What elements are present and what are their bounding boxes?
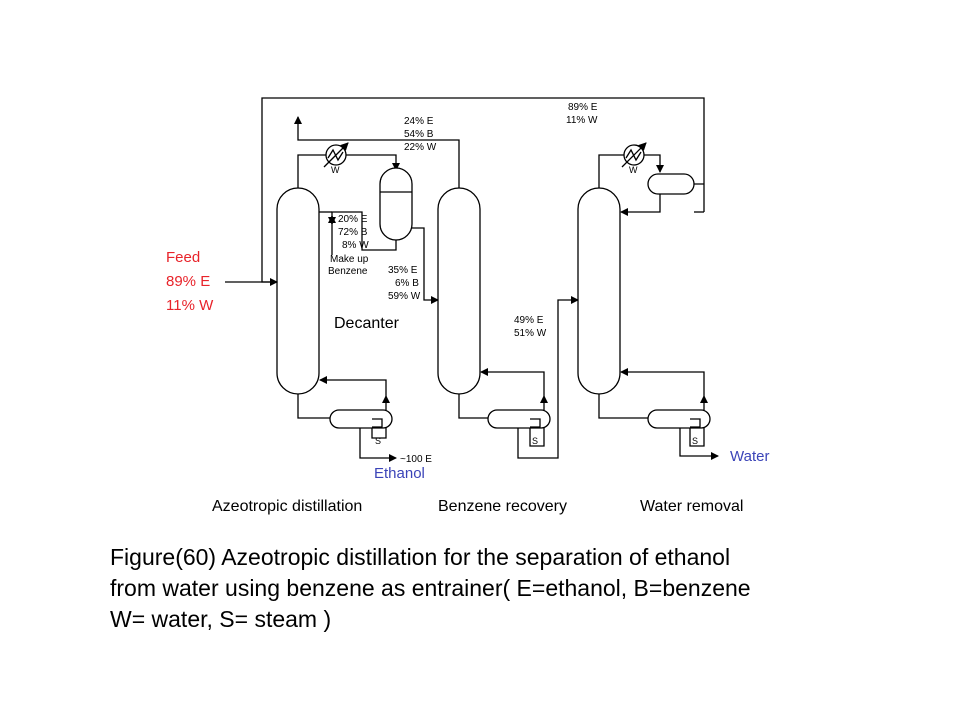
col2-overhead-line bbox=[297, 126, 460, 188]
col1-bottoms-line bbox=[297, 394, 330, 419]
steam-3-line bbox=[689, 428, 705, 447]
reboiler-3-return bbox=[620, 368, 705, 396]
figure-caption: Figure(60) Azeotropic distillation for t… bbox=[110, 542, 940, 635]
col2-bottoms-line bbox=[458, 394, 488, 419]
decanter-bottom-comp-w: 59% W bbox=[388, 291, 421, 302]
water-removal-column bbox=[577, 187, 621, 395]
ethanol-product-comp: ~100 E bbox=[400, 454, 432, 465]
makeup-label-2: Benzene bbox=[328, 266, 368, 277]
steam-1-line bbox=[371, 428, 387, 439]
feed-title: Feed bbox=[166, 249, 200, 266]
col3-overhead-line bbox=[598, 154, 624, 188]
section-benzene-recovery: Benzene recovery bbox=[438, 498, 567, 515]
process-flow-diagram: W S S bbox=[166, 97, 769, 515]
decanter-label: Decanter bbox=[334, 315, 400, 332]
section-water-removal: Water removal bbox=[640, 498, 743, 515]
col2-bottoms-comp-w: 51% W bbox=[514, 328, 547, 339]
section-azeotropic: Azeotropic distillation bbox=[212, 498, 362, 515]
benzene-recovery-column bbox=[437, 187, 481, 395]
steam-1-label: S bbox=[375, 436, 381, 446]
condenser-1-icon bbox=[323, 142, 349, 168]
overhead-comp-b: 54% B bbox=[404, 129, 434, 140]
steam-3-label: S bbox=[692, 436, 698, 446]
condenser-to-decanter-line bbox=[346, 154, 400, 171]
ethanol-product-label: Ethanol bbox=[374, 465, 425, 482]
reflux-comp-b: 72% B bbox=[338, 227, 368, 238]
reboiler-1-return bbox=[319, 376, 387, 396]
azeotropic-column bbox=[276, 187, 320, 395]
recycle-comp-w: 11% W bbox=[566, 115, 598, 126]
water-product-line bbox=[679, 428, 719, 460]
reboiler-1-icon bbox=[329, 395, 393, 429]
caption-line-2: from water using benzene as entrainer( E… bbox=[110, 575, 751, 601]
makeup-label-1: Make up bbox=[330, 254, 369, 265]
recycle-line bbox=[261, 97, 705, 283]
decanter-to-col2-line bbox=[412, 227, 439, 304]
overhead-comp-w: 22% W bbox=[404, 142, 437, 153]
col2-bottoms-comp-e: 49% E bbox=[514, 315, 544, 326]
reflux-line bbox=[328, 211, 397, 251]
steam-2-line bbox=[529, 428, 545, 447]
ethanol-product-line bbox=[359, 428, 397, 462]
condenser-2-w-label: W bbox=[629, 165, 638, 175]
feed-ethanol: 89% E bbox=[166, 273, 210, 290]
reflux-comp-w: 8% W bbox=[342, 240, 369, 251]
col3-reflux-line bbox=[620, 194, 661, 216]
caption-line-3: W= water, S= steam ) bbox=[110, 606, 332, 632]
reboiler-2-icon bbox=[487, 395, 551, 429]
overhead-comp-e: 24% E bbox=[404, 116, 434, 127]
water-product-label: Water bbox=[730, 448, 769, 465]
reflux-drum-icon bbox=[647, 173, 695, 195]
decanter-bottom-comp-b: 6% B bbox=[395, 278, 419, 289]
condenser-1-w-label: W bbox=[331, 165, 340, 175]
col3-bottoms-line bbox=[598, 394, 648, 419]
reboiler-3-icon bbox=[647, 395, 711, 429]
condenser-2-icon bbox=[621, 142, 647, 168]
decanter-bottom-comp-e: 35% E bbox=[388, 265, 418, 276]
feed-water: 11% W bbox=[166, 297, 214, 314]
caption-line-1: Figure(60) Azeotropic distillation for t… bbox=[110, 544, 731, 570]
recycle-comp-e: 89% E bbox=[568, 102, 598, 113]
col2-to-col3-line bbox=[517, 296, 579, 459]
reboiler-2-return bbox=[480, 368, 545, 396]
col1-overhead-line bbox=[297, 154, 326, 188]
decanter-vessel bbox=[379, 167, 413, 241]
reflux-comp-e: 20% E bbox=[338, 214, 368, 225]
steam-2-label: S bbox=[532, 436, 538, 446]
